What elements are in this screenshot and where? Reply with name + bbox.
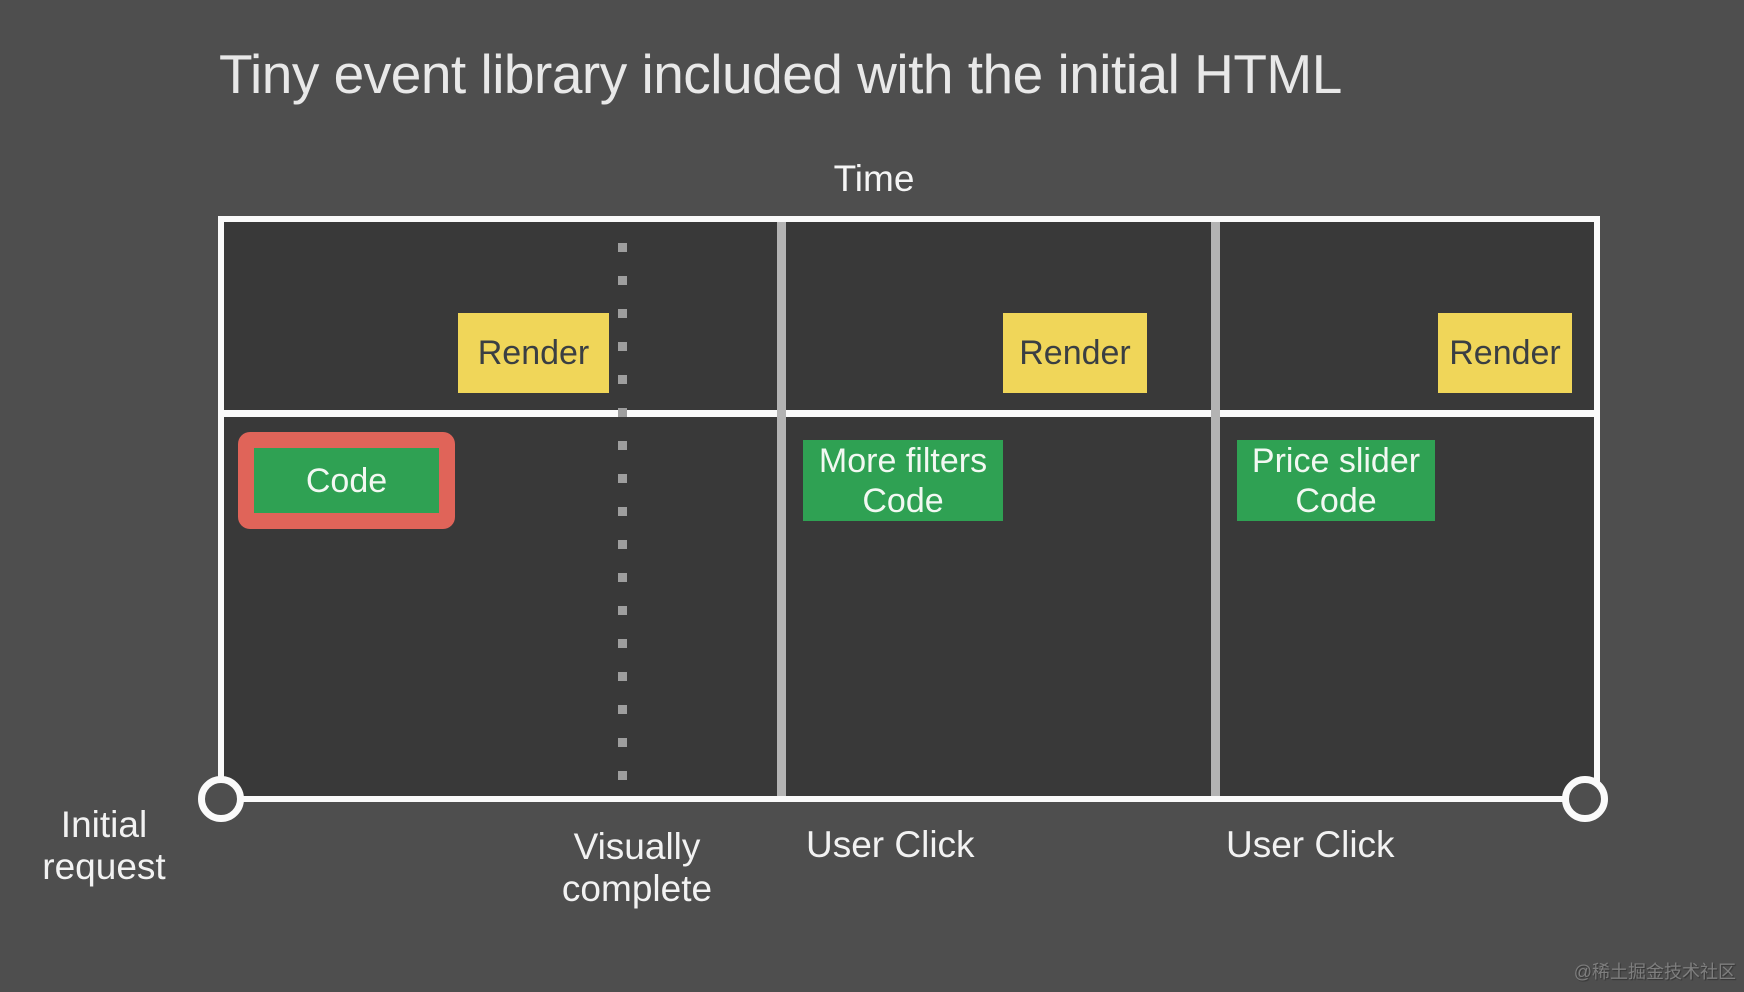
user-click-label-2: User Click bbox=[1226, 824, 1395, 865]
code-box-more-filters: More filters Code bbox=[803, 440, 1003, 521]
timeline-start-circle bbox=[198, 776, 244, 822]
visually-complete-label: Visually complete bbox=[537, 826, 737, 910]
initial-request-label: Initial request bbox=[4, 804, 204, 888]
label-line: request bbox=[42, 846, 166, 887]
label-line: Visually bbox=[573, 826, 701, 867]
user-click-line-1 bbox=[777, 222, 786, 796]
user-click-label-1: User Click bbox=[806, 824, 975, 865]
code-box-label-line: Code bbox=[862, 481, 944, 520]
user-click-line-2 bbox=[1211, 222, 1220, 796]
render-box-1: Render bbox=[458, 313, 609, 393]
timeline-panel: Render Render Render Code More filters C… bbox=[218, 216, 1600, 802]
code-box-initial: Code bbox=[254, 448, 439, 513]
visually-complete-dotted-line bbox=[618, 243, 627, 796]
page-title: Tiny event library included with the ini… bbox=[219, 43, 1342, 105]
render-box-3: Render bbox=[1438, 313, 1572, 393]
code-box-label-line: More filters bbox=[818, 441, 988, 480]
code-box-label-line: Code bbox=[1295, 481, 1377, 520]
watermark: @稀土掘金技术社区 bbox=[1573, 962, 1736, 982]
code-box-price-slider: Price slider Code bbox=[1237, 440, 1435, 521]
row-divider bbox=[224, 410, 1594, 417]
label-line: Initial bbox=[60, 804, 148, 845]
time-axis-label: Time bbox=[833, 158, 915, 199]
code-box-highlight-border: Code bbox=[238, 432, 455, 529]
code-box-label-line: Price slider bbox=[1251, 441, 1421, 480]
render-box-2: Render bbox=[1003, 313, 1147, 393]
label-line: complete bbox=[561, 868, 713, 909]
timeline-end-circle bbox=[1562, 776, 1608, 822]
